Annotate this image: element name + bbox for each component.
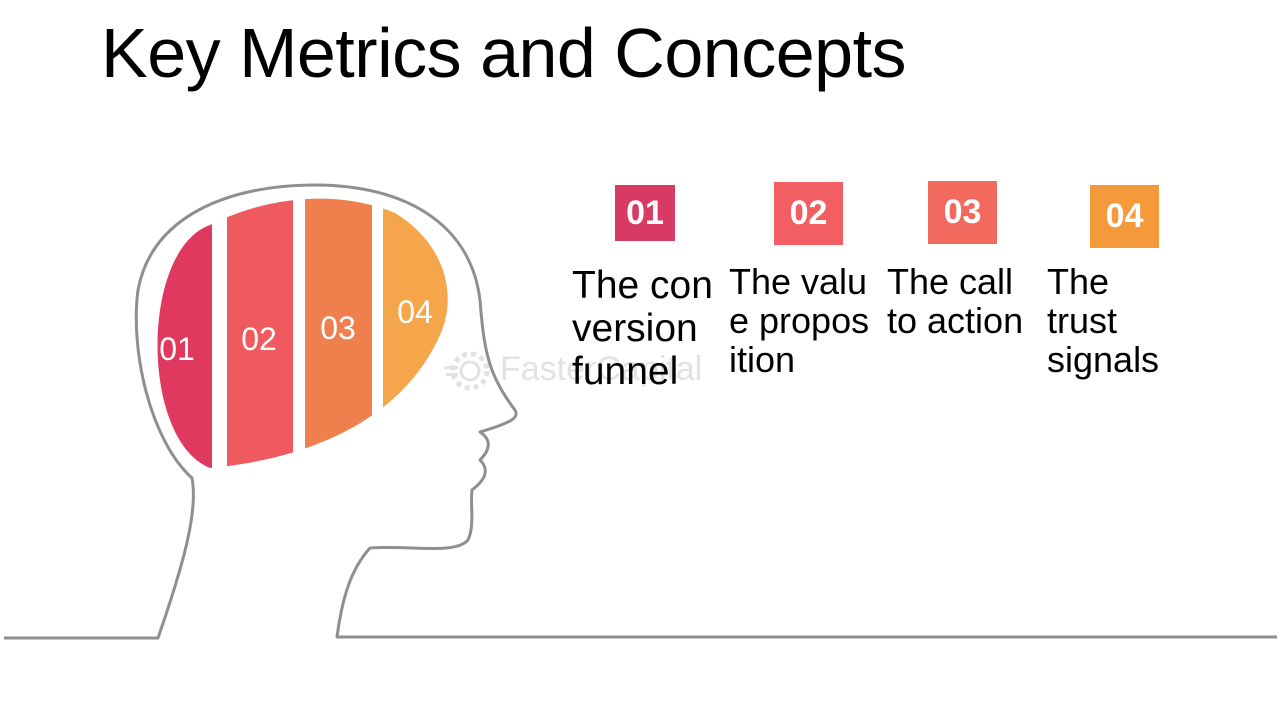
head-outline bbox=[134, 183, 518, 640]
segment-label-03: 03 bbox=[320, 310, 356, 346]
watermark: FasterCapital bbox=[444, 346, 744, 396]
item-badge-03: 03 bbox=[928, 181, 997, 244]
brain-segment-01 bbox=[157, 198, 212, 468]
watermark-text: FasterCapital bbox=[500, 350, 703, 388]
item-badge-02: 02 bbox=[774, 182, 843, 245]
ground-line bbox=[4, 635, 1277, 640]
item-badge-01: 01 bbox=[615, 185, 675, 241]
segment-label-02: 02 bbox=[241, 321, 277, 357]
item-text-04: The trust signals bbox=[1047, 262, 1160, 380]
brain-segment-02 bbox=[227, 198, 293, 468]
item-text-03: The call to action bbox=[887, 262, 1024, 341]
segment-label-01: 01 bbox=[159, 331, 195, 367]
brain-segment-04 bbox=[383, 198, 448, 468]
item-text-02: The value proposition bbox=[729, 262, 870, 380]
gear-logo-icon bbox=[444, 351, 490, 391]
item-text-01: The conversion funnel bbox=[572, 264, 713, 393]
segment-label-04: 04 bbox=[397, 294, 433, 330]
slide-title: Key Metrics and Concepts bbox=[101, 14, 907, 92]
item-badge-04: 04 bbox=[1090, 185, 1159, 248]
